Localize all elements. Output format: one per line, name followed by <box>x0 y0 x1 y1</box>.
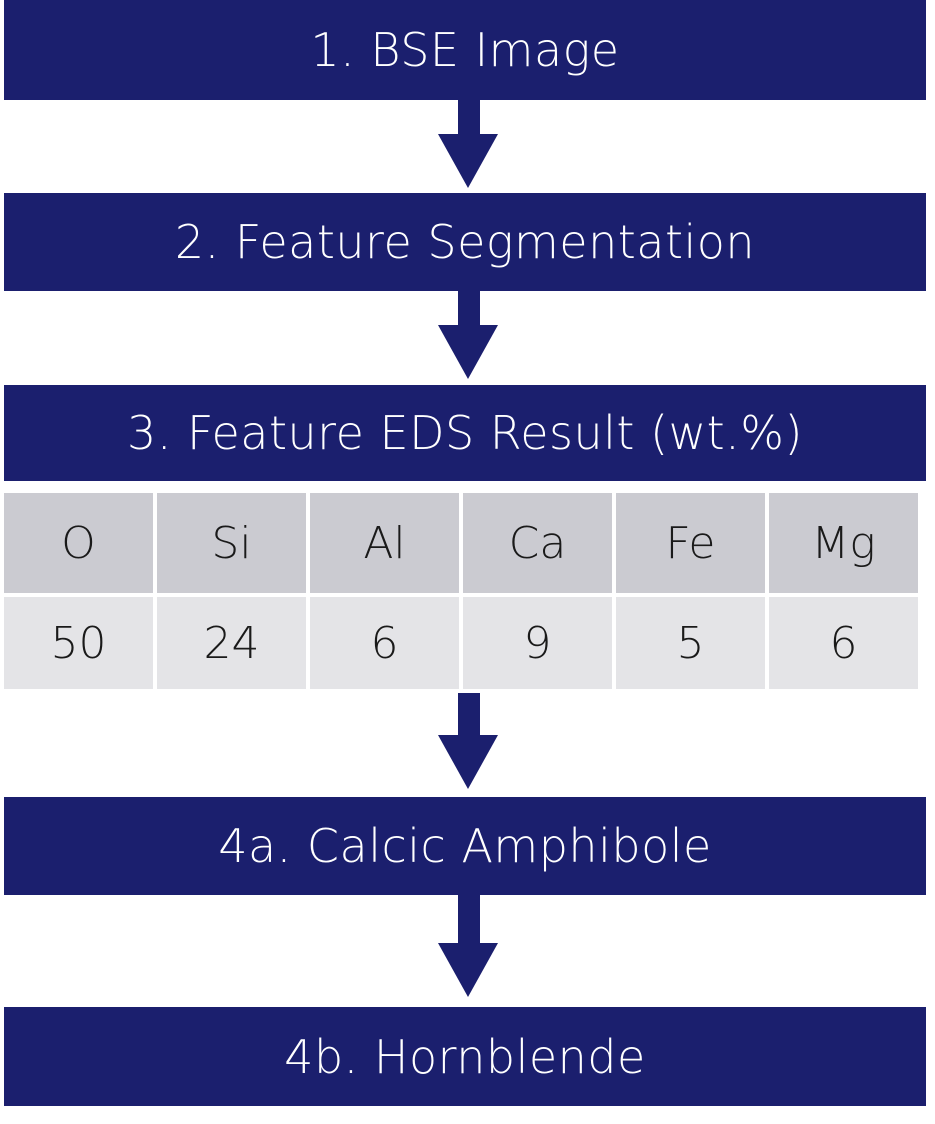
eds-element-cell: Ca <box>463 493 612 593</box>
step-hornblende: 4b. Hornblende <box>4 1007 926 1106</box>
eds-element-cell: O <box>4 493 153 593</box>
step-hornblende-label: 4b. Hornblende <box>284 1029 646 1084</box>
eds-element-cell: Mg <box>769 493 918 593</box>
eds-value-cell: 50 <box>4 597 153 689</box>
down-arrow-icon <box>438 693 498 793</box>
step-calcic-amphibole: 4a. Calcic Amphibole <box>4 797 926 895</box>
step-feature-eds-result-label: 3. Feature EDS Result (wt.%) <box>127 406 803 460</box>
eds-value-cell: 5 <box>616 597 765 689</box>
step-bse-image-label: 1. BSE Image <box>310 23 620 77</box>
step-calcic-amphibole-label: 4a. Calcic Amphibole <box>218 819 712 873</box>
down-arrow-icon <box>438 100 498 188</box>
eds-element-cell: Si <box>157 493 306 593</box>
eds-value-cell: 24 <box>157 597 306 689</box>
eds-value-cell: 6 <box>310 597 459 689</box>
step-feature-segmentation-label: 2. Feature Segmentation <box>174 215 756 269</box>
step-feature-eds-result: 3. Feature EDS Result (wt.%) <box>4 385 926 481</box>
step-feature-segmentation: 2. Feature Segmentation <box>4 193 926 291</box>
eds-value-row: 50 24 6 9 5 6 <box>4 597 918 689</box>
eds-result-table: O Si Al Ca Fe Mg 50 24 6 9 5 6 <box>0 489 922 693</box>
down-arrow-icon <box>438 291 498 381</box>
eds-value-cell: 6 <box>769 597 918 689</box>
eds-element-cell: Al <box>310 493 459 593</box>
eds-element-row: O Si Al Ca Fe Mg <box>4 493 918 593</box>
down-arrow-icon <box>438 895 498 1003</box>
step-bse-image: 1. BSE Image <box>4 0 926 100</box>
eds-element-cell: Fe <box>616 493 765 593</box>
eds-value-cell: 9 <box>463 597 612 689</box>
